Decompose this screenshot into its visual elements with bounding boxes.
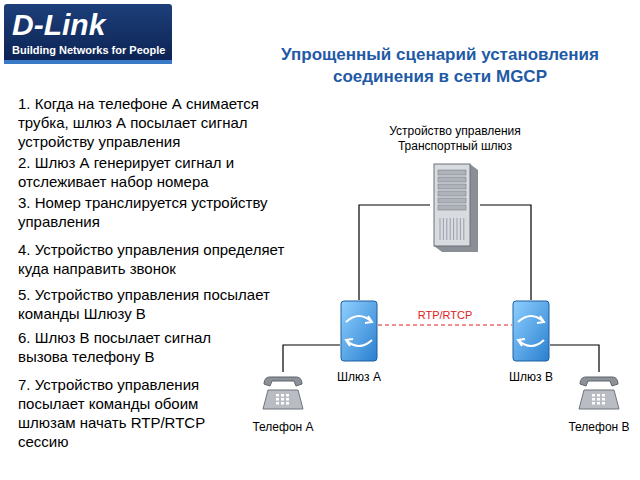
vent-slot	[446, 218, 447, 240]
vent-slot	[450, 218, 451, 240]
control-server: Устройство управления Транспортный шлюз	[430, 160, 480, 255]
rtp-link	[378, 324, 512, 325]
phone-key	[592, 402, 595, 405]
gateway-arrow	[346, 339, 372, 346]
step-text: 4. Устройство управления определяет куда…	[18, 240, 310, 278]
link-label: RTP/RTCP	[416, 309, 475, 322]
server-symbol	[430, 160, 480, 255]
phone-key	[286, 402, 289, 405]
gateway-arrow	[346, 316, 372, 323]
step-text: 2. Шлюз А генерирует сигнал и отслеживае…	[18, 153, 310, 191]
slide-title: Упрощенный сценарий установления соедине…	[240, 44, 640, 88]
vent-slot	[443, 218, 444, 240]
drive-bay	[438, 170, 466, 175]
step-text: 3. Номер транслируется устройству управл…	[18, 193, 310, 231]
phone-key	[286, 398, 289, 401]
phone-key	[592, 398, 595, 401]
phone-symbol	[262, 372, 304, 412]
drive-bay	[438, 177, 466, 182]
node-label: Устройство управления Транспортный шлюз	[375, 124, 535, 154]
phone-key	[597, 402, 600, 405]
drive-bay	[438, 198, 466, 203]
drive-bay	[438, 205, 466, 210]
node-label: Шлюз А	[314, 370, 404, 385]
phone-base	[263, 390, 303, 409]
control-link	[550, 345, 599, 372]
vent-slot	[453, 218, 454, 240]
gateway-symbol	[340, 300, 378, 362]
logo-slogan: Building Networks for People	[12, 44, 172, 57]
phone-key	[592, 394, 595, 397]
phone-key	[602, 394, 605, 397]
gateway-body	[341, 301, 377, 361]
phone-key	[281, 398, 284, 401]
phone-key	[602, 398, 605, 401]
vent-slot	[460, 218, 461, 240]
phone-key	[597, 394, 600, 397]
control-link	[283, 345, 340, 372]
phone-key	[276, 402, 279, 405]
phone-handset	[264, 377, 302, 386]
phone-key	[276, 394, 279, 397]
control-link	[359, 205, 430, 300]
phone-key	[597, 398, 600, 401]
server-front	[434, 164, 470, 246]
gateway-icon: Шлюз В	[512, 300, 550, 362]
drive-bay	[438, 191, 466, 196]
gateway-body	[513, 301, 549, 361]
server-body	[434, 164, 478, 252]
node-label: Телефон В	[554, 420, 640, 435]
gateway-arrow	[518, 316, 544, 323]
node-label: Шлюз В	[486, 370, 576, 385]
logo-bar	[4, 60, 172, 64]
phone-icon: Телефон А	[262, 372, 304, 412]
vent-slot	[457, 218, 458, 240]
phone-icon: Телефон В	[578, 372, 620, 412]
step-text: 7. Устройство управления посылает команд…	[18, 375, 233, 451]
vent-slot	[463, 218, 464, 240]
step-text: 1. Когда на телефоне А снимается трубка,…	[18, 94, 310, 151]
node-label: Телефон А	[238, 420, 328, 435]
step-text: 6. Шлюз В посылает сигнал вызова телефон…	[18, 328, 233, 366]
control-link	[480, 205, 531, 300]
gateway-symbol	[512, 300, 550, 362]
phone-key	[281, 394, 284, 397]
phone-key	[281, 402, 284, 405]
logo-box	[4, 4, 172, 64]
phone-key	[276, 398, 279, 401]
phone-base	[579, 390, 619, 409]
logo-text: D-Link	[12, 8, 162, 42]
drive-bay	[438, 184, 466, 189]
phone-key	[602, 402, 605, 405]
step-text: 5. Устройство управления посылает команд…	[18, 285, 310, 323]
phone-handset	[580, 377, 618, 386]
gateway-icon: Шлюз А	[340, 300, 378, 362]
vent-slot	[440, 218, 441, 240]
gateway-arrow	[518, 339, 544, 346]
phone-key	[286, 394, 289, 397]
phone-symbol	[578, 372, 620, 412]
